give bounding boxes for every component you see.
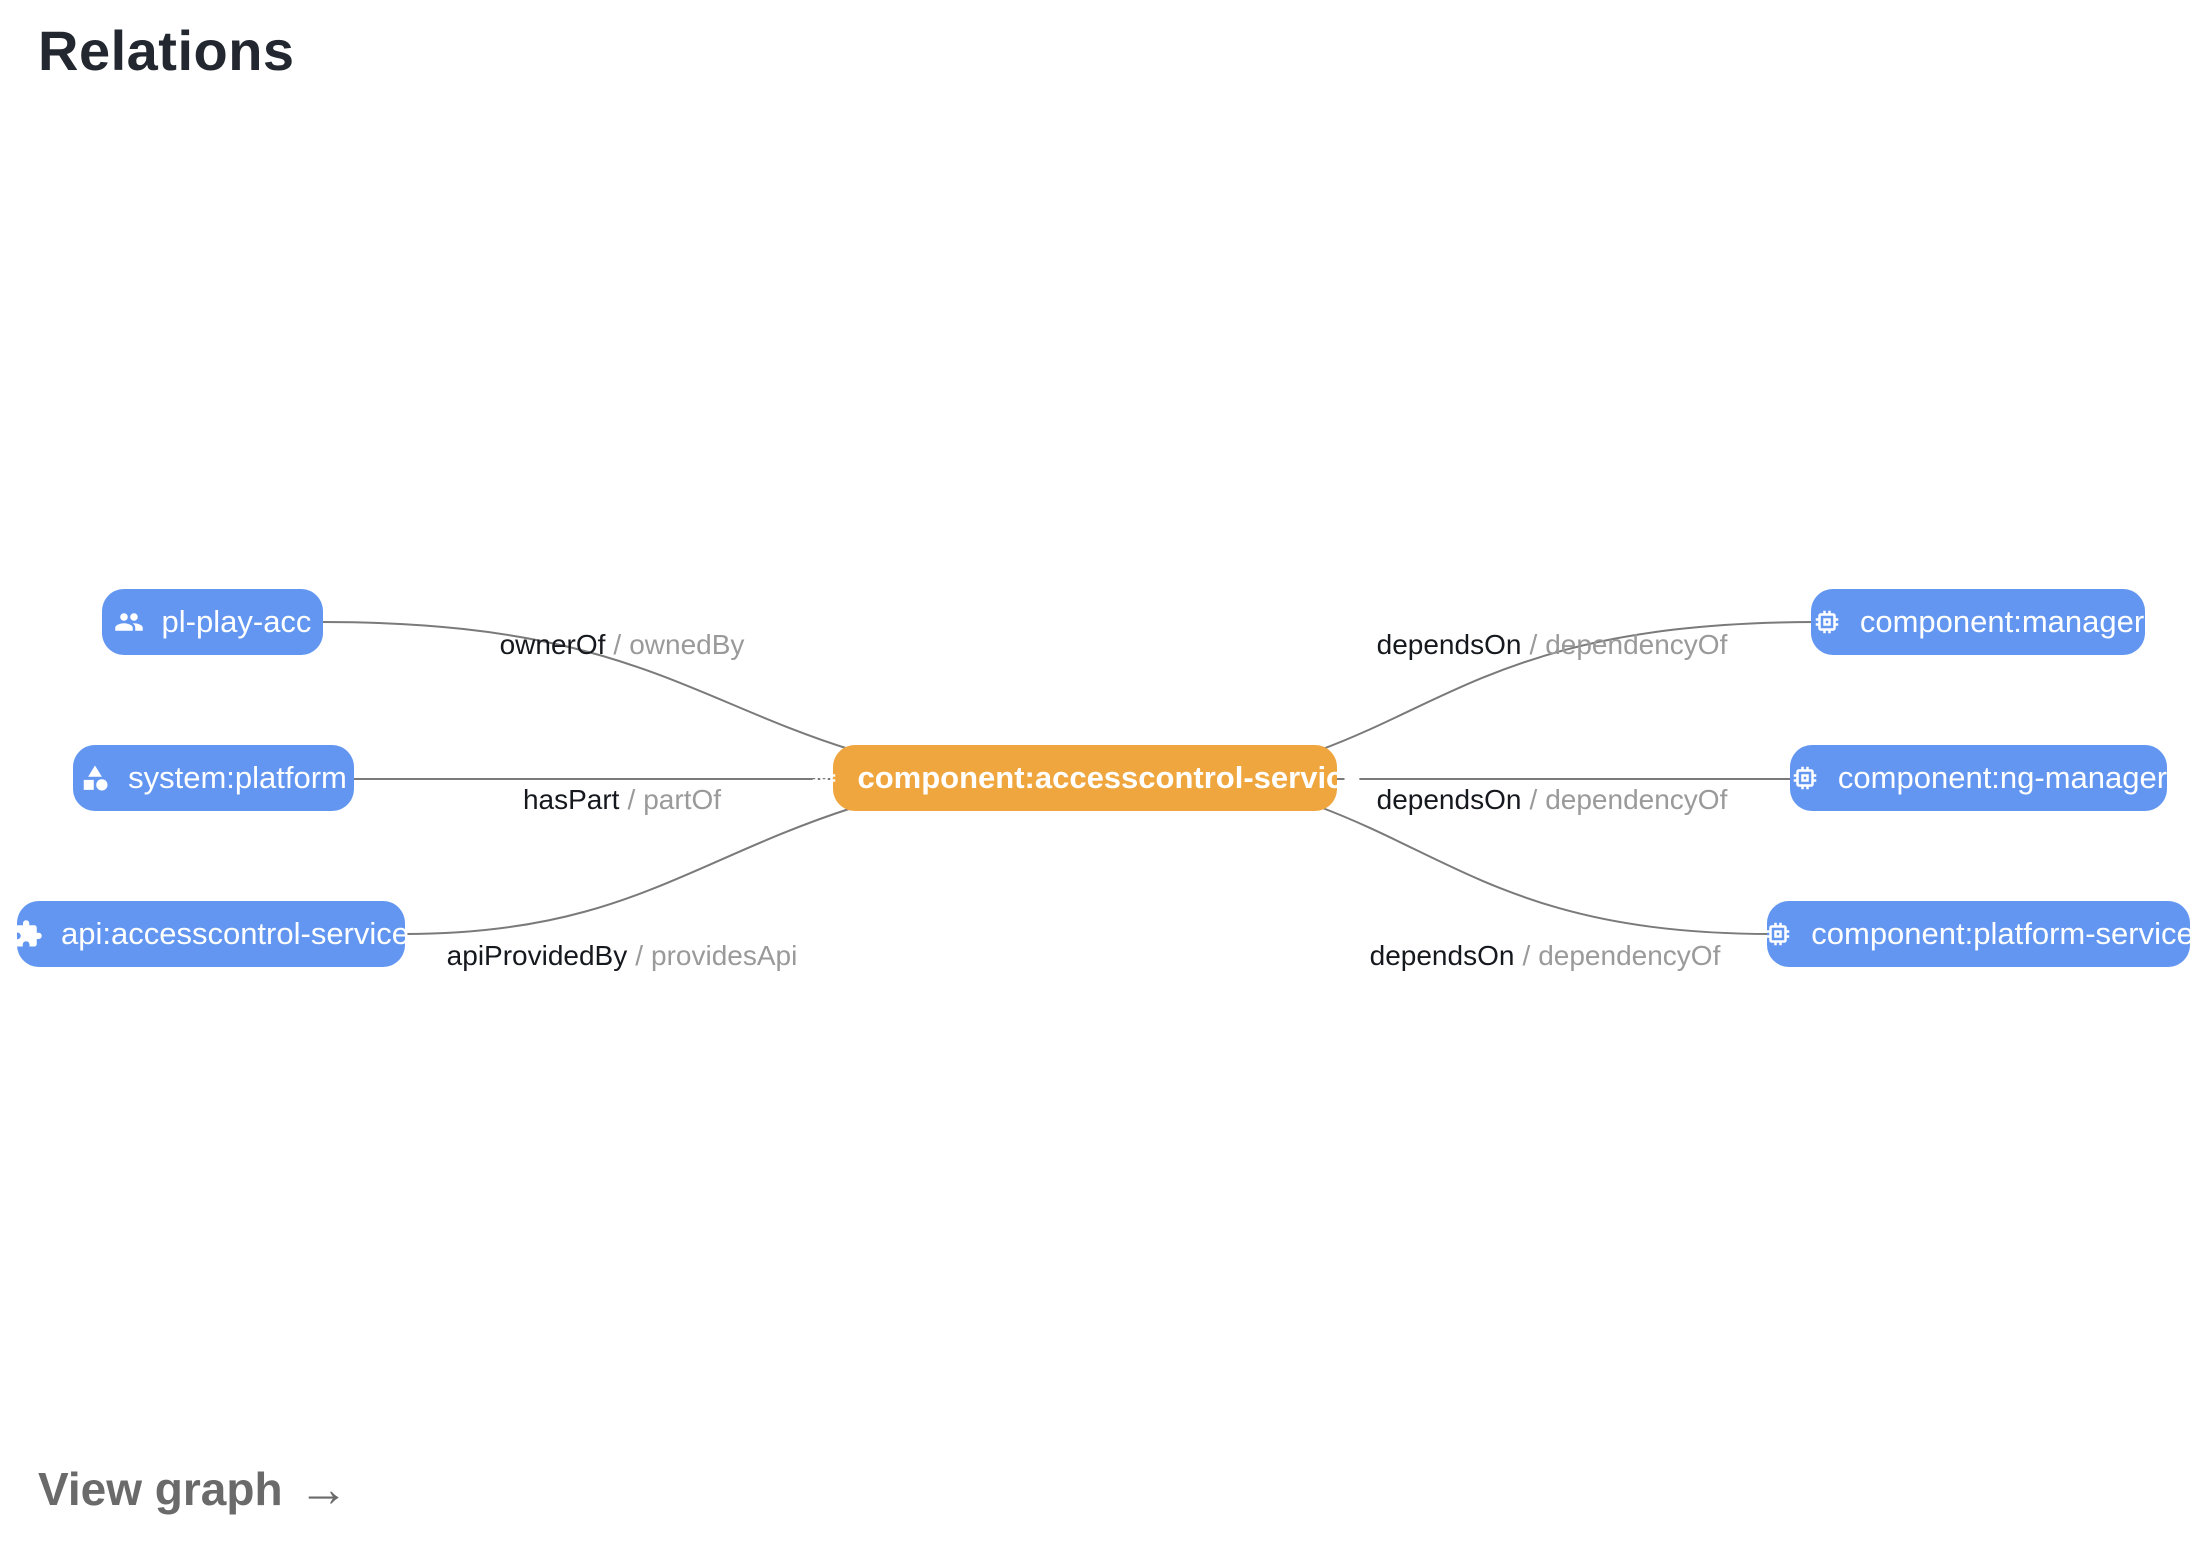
- node-label: component:manager: [1859, 604, 2145, 639]
- node-component-platform-service[interactable]: component:platform-service: [1767, 901, 2194, 967]
- people-icon: [114, 607, 144, 637]
- node-component-accesscontrol-service[interactable]: component:accesscontrol-service: [813, 745, 1361, 811]
- view-graph-label: View graph: [38, 1463, 283, 1515]
- memory-chip-icon: [1812, 607, 1842, 637]
- memory-chip-icon: [809, 763, 839, 793]
- edge-label-dependson-manager: dependsOn/dependencyOf: [1376, 629, 1728, 660]
- edge-label-apiprovidedby: apiProvidedBy/providesApi: [446, 940, 798, 971]
- memory-chip-icon: [1790, 763, 1820, 793]
- edge-label-haspart: hasPart/partOf: [522, 784, 722, 815]
- node-component-manager[interactable]: component:manager: [1811, 589, 2145, 655]
- node-label: api:accesscontrol-service: [60, 916, 410, 951]
- node-label: component:platform-service: [1811, 916, 2194, 951]
- edge-dependson-platform-service: [1319, 806, 1773, 935]
- node-pl-play-acc[interactable]: pl-play-acc: [102, 589, 323, 655]
- node-api-accesscontrol-service[interactable]: api:accesscontrol-service: [15, 901, 409, 967]
- edge-ownerof: [322, 621, 853, 751]
- edge-label-dependson-platform-service: dependsOn/dependencyOf: [1369, 940, 1721, 971]
- node-label: system:platform: [128, 760, 347, 795]
- node-component-ng-manager[interactable]: component:ng-manager: [1790, 745, 2167, 811]
- edge-label-dependson-ng-manager: dependsOn/dependencyOf: [1376, 784, 1728, 815]
- view-graph-link[interactable]: View graph →: [38, 1462, 349, 1516]
- edge-label-ownerof: ownerOf/ownedBy: [499, 629, 745, 660]
- edge-dependson-manager: [1319, 621, 1819, 751]
- puzzle-extension-icon: [13, 919, 43, 949]
- node-system-platform[interactable]: system:platform: [73, 745, 354, 811]
- node-label: pl-play-acc: [161, 604, 312, 639]
- arrow-right-icon: →: [298, 1461, 349, 1517]
- category-shapes-icon: [80, 763, 110, 793]
- edge-apiprovidedby: [404, 807, 853, 935]
- node-label: component:ng-manager: [1837, 760, 2168, 795]
- node-label: component:accesscontrol-service: [857, 760, 1361, 795]
- page-title: Relations: [38, 19, 295, 82]
- memory-chip-icon: [1763, 919, 1793, 949]
